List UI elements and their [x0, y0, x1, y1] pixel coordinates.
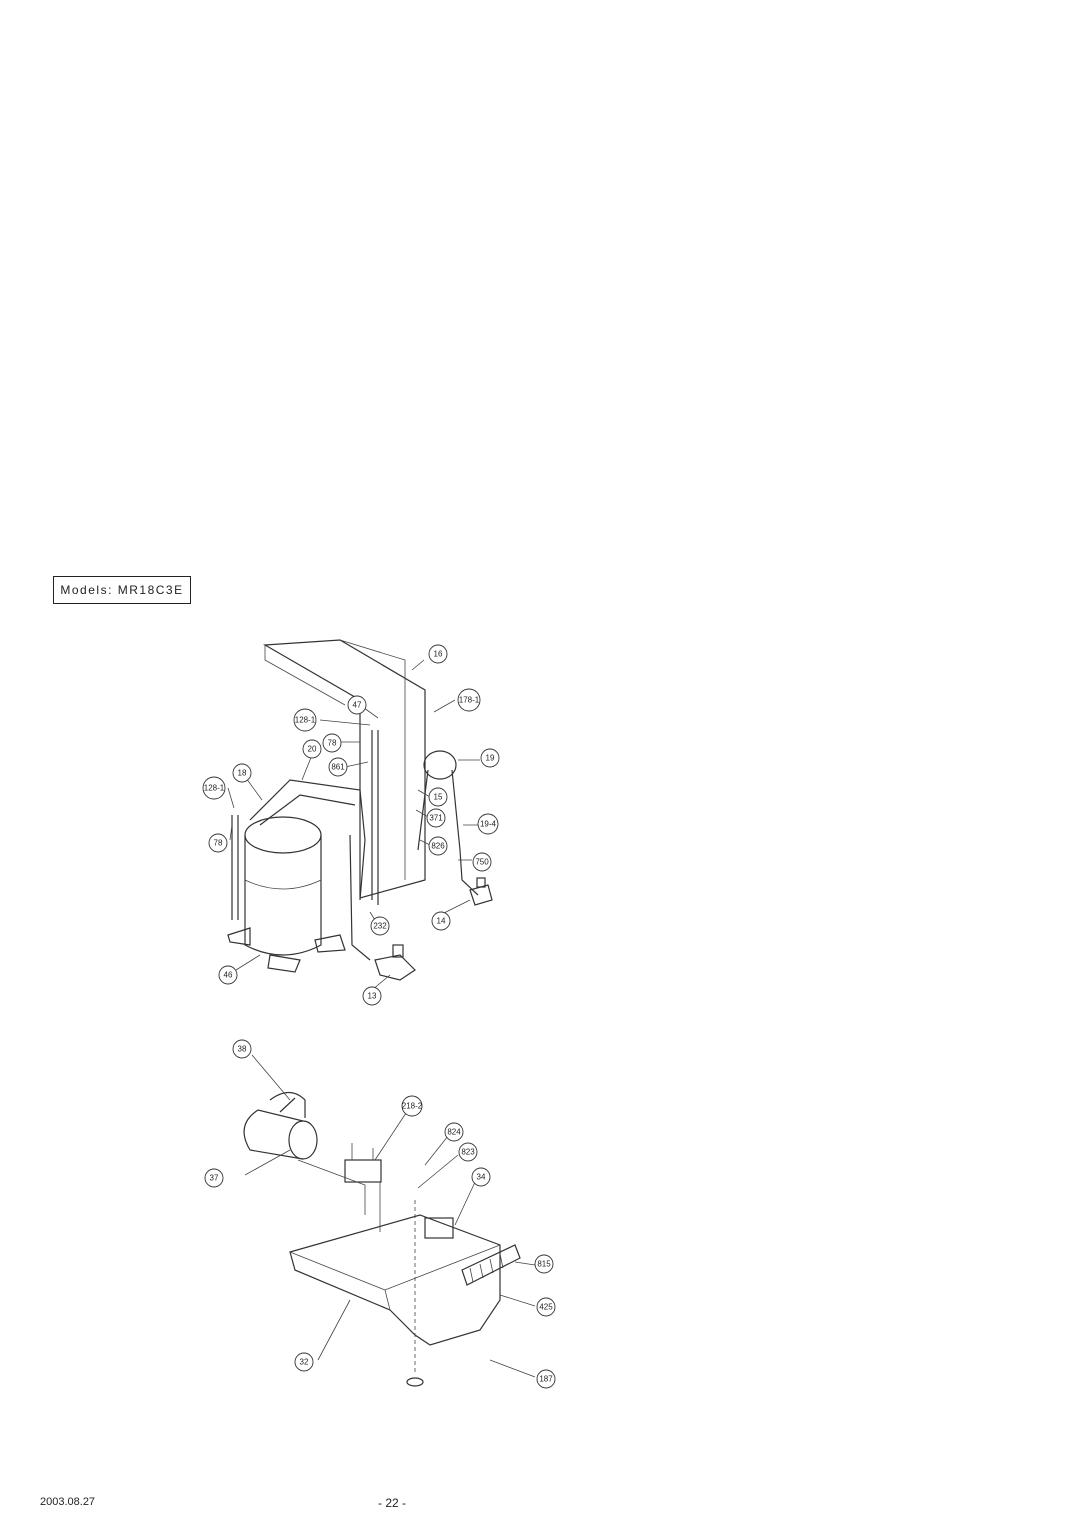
lower-assembly-drawing	[243, 1054, 536, 1387]
svg-text:187: 187	[539, 1375, 553, 1384]
callout-218-2: 218-2	[401, 1095, 423, 1117]
callout-14: 14	[431, 911, 451, 931]
callout-815: 815	[534, 1254, 554, 1274]
callout-15: 15	[428, 787, 448, 807]
callout-128-1-upper: 128-1	[293, 708, 317, 732]
svg-text:232: 232	[373, 922, 387, 931]
svg-text:823: 823	[461, 1148, 475, 1157]
callout-824: 824	[444, 1122, 464, 1142]
upper-assembly-drawing	[227, 639, 493, 991]
callout-47: 47	[347, 695, 367, 715]
upper-assembly-callouts: 16 178-1 47 128-1 78 20 861 19 18 128-1 …	[202, 644, 500, 1006]
svg-text:750: 750	[475, 858, 489, 867]
callout-78-upper: 78	[322, 733, 342, 753]
callout-861: 861	[328, 757, 348, 777]
callout-19: 19	[480, 748, 500, 768]
svg-text:78: 78	[328, 739, 337, 748]
callout-823: 823	[458, 1142, 478, 1162]
svg-text:47: 47	[353, 701, 362, 710]
callout-425: 425	[536, 1297, 556, 1317]
callout-78-left: 78	[208, 833, 228, 853]
callout-34: 34	[471, 1167, 491, 1187]
svg-text:128-1: 128-1	[204, 784, 225, 793]
model-label: Models: MR18C3E	[53, 576, 191, 604]
svg-text:37: 37	[210, 1174, 219, 1183]
svg-text:14: 14	[437, 917, 446, 926]
svg-text:815: 815	[537, 1260, 551, 1269]
callout-19-4: 19-4	[477, 813, 499, 835]
callout-37: 37	[204, 1168, 224, 1188]
footer-date: 2003.08.27	[40, 1496, 96, 1508]
svg-text:128-1: 128-1	[295, 716, 316, 725]
svg-text:20: 20	[308, 745, 317, 754]
svg-text:78: 78	[214, 839, 223, 848]
svg-text:826: 826	[431, 842, 445, 851]
callout-20: 20	[302, 739, 322, 759]
callout-128-1-left: 128-1	[202, 776, 226, 800]
svg-text:824: 824	[447, 1128, 461, 1137]
callout-32: 32	[294, 1352, 314, 1372]
callout-371: 371	[426, 808, 446, 828]
callout-16: 16	[428, 644, 448, 664]
callout-18: 18	[232, 763, 252, 783]
lower-assembly-callouts: 38 218-2 824 823 37 34 815 425 32 187	[204, 1039, 556, 1389]
callout-826: 826	[428, 836, 448, 856]
callout-750: 750	[472, 852, 492, 872]
svg-text:371: 371	[429, 814, 443, 823]
svg-text:178-1: 178-1	[459, 696, 480, 705]
svg-text:34: 34	[477, 1173, 486, 1182]
page-number: - 22 -	[378, 1496, 407, 1510]
callout-178-1: 178-1	[457, 688, 481, 712]
svg-text:18: 18	[238, 769, 247, 778]
callout-38: 38	[232, 1039, 252, 1059]
callout-232: 232	[370, 916, 390, 936]
callout-46: 46	[218, 965, 238, 985]
svg-text:46: 46	[224, 971, 233, 980]
svg-text:16: 16	[434, 650, 443, 659]
svg-text:425: 425	[539, 1303, 553, 1312]
callout-187: 187	[536, 1369, 556, 1389]
svg-text:32: 32	[300, 1358, 309, 1367]
svg-text:19-4: 19-4	[480, 820, 497, 829]
svg-text:19: 19	[486, 754, 495, 763]
callout-13: 13	[362, 986, 382, 1006]
svg-text:861: 861	[331, 763, 345, 772]
svg-text:38: 38	[238, 1045, 247, 1054]
svg-text:15: 15	[434, 793, 443, 802]
svg-text:13: 13	[368, 992, 377, 1001]
svg-text:218-2: 218-2	[402, 1102, 423, 1111]
